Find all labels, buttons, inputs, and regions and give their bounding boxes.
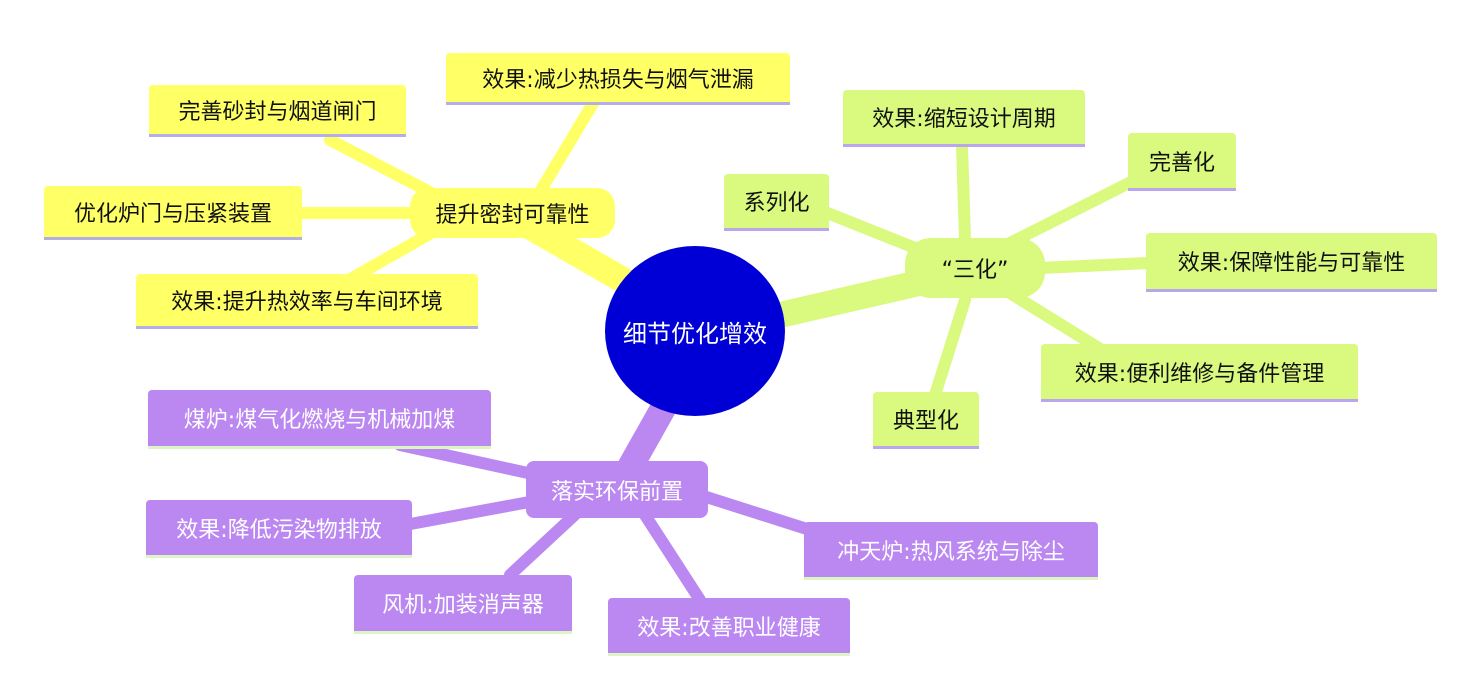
three-leaf-3[interactable]: 系列化 xyxy=(724,174,829,231)
center-node[interactable]: 细节优化增效 xyxy=(605,246,785,416)
env-leaf-2[interactable]: 效果:降低污染物排放 xyxy=(146,500,412,558)
edge-env-leaf-3 xyxy=(694,489,816,536)
edge-three-leaf-2 xyxy=(994,174,1141,254)
three-leaf-4[interactable]: 效果:保障性能与可靠性 xyxy=(1146,233,1437,292)
sealing-leaf-1[interactable]: 效果:减少热损失与烟气泄漏 xyxy=(446,53,790,105)
sealing-leaf-3[interactable]: 优化炉门与压紧装置 xyxy=(44,186,302,240)
env-leaf-1[interactable]: 煤炉:煤气化燃烧与机械加煤 xyxy=(148,390,491,449)
edge-sealing-leaf-1 xyxy=(529,94,601,206)
env-leaf-3[interactable]: 冲天炉:热风系统与除尘 xyxy=(804,522,1098,580)
edge-env-leaf-2 xyxy=(399,494,546,531)
branch-sealing[interactable]: 提升密封可靠性 xyxy=(410,188,615,238)
sealing-leaf-4[interactable]: 效果:提升热效率与车间环境 xyxy=(136,274,478,329)
sealing-leaf-2[interactable]: 完善砂封与烟道闸门 xyxy=(149,85,406,137)
branch-three[interactable]: “三化” xyxy=(905,238,1045,298)
edge-env-leaf-4 xyxy=(504,504,586,581)
branch-env[interactable]: 落实环保前置 xyxy=(526,461,708,518)
env-leaf-4[interactable]: 风机:加装消声器 xyxy=(354,575,572,634)
edge-env-leaf-5 xyxy=(639,509,706,606)
edge-three-leaf-4 xyxy=(1034,257,1154,274)
three-leaf-6[interactable]: 典型化 xyxy=(873,392,979,449)
three-leaf-5[interactable]: 效果:便利维修与备件管理 xyxy=(1041,344,1358,402)
three-leaf-1[interactable]: 效果:缩短设计周期 xyxy=(843,90,1085,147)
edge-three-leaf-6 xyxy=(929,294,971,401)
edge-three-leaf-1 xyxy=(956,139,971,246)
three-leaf-2[interactable]: 完善化 xyxy=(1128,133,1236,191)
env-leaf-5[interactable]: 效果:改善职业健康 xyxy=(608,598,850,656)
